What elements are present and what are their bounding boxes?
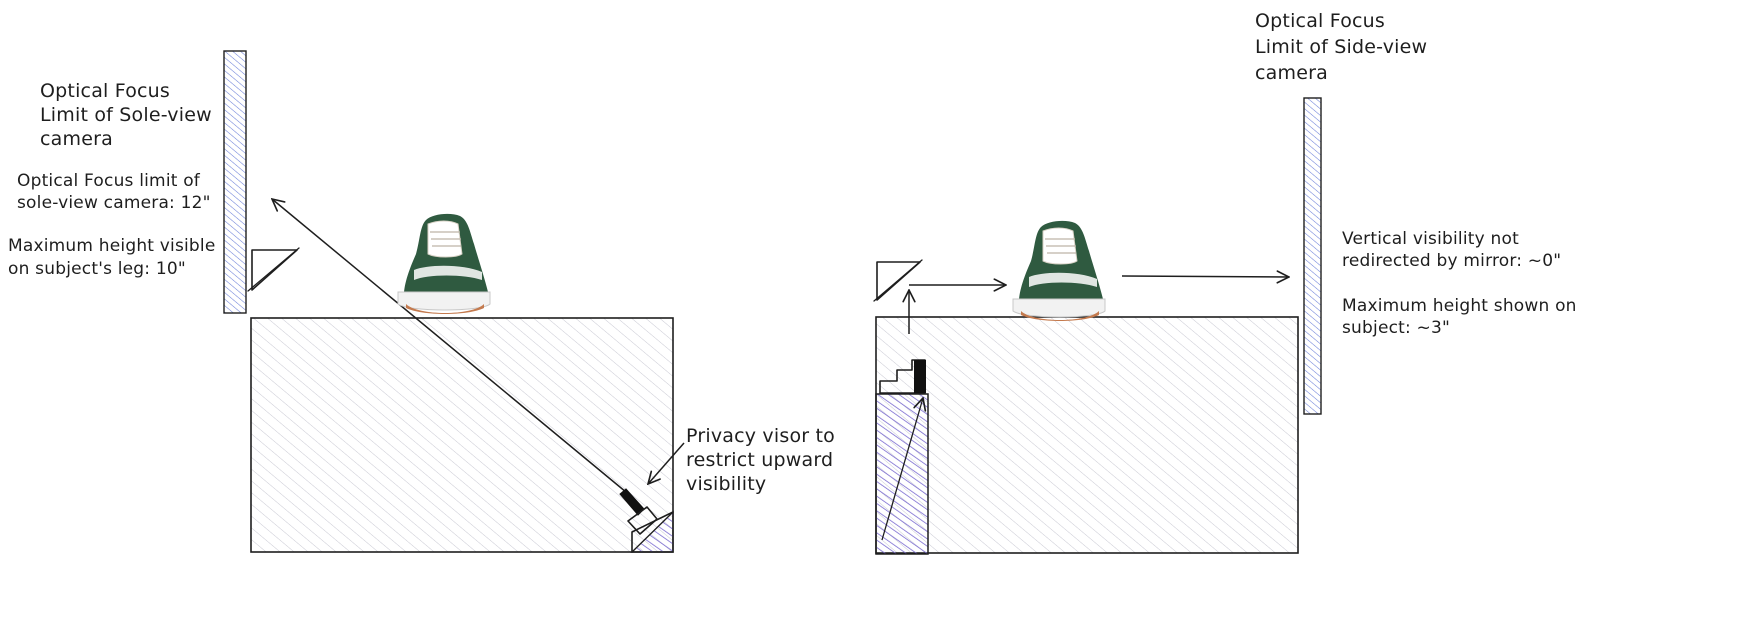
sneaker-image — [397, 213, 491, 314]
horizontal-arrow-to-limit — [1121, 276, 1289, 277]
side-camera-reflect-arrow — [881, 398, 923, 541]
right-platform-box — [875, 316, 1299, 554]
mirror-icon — [247, 247, 300, 292]
privacy-visor-note: Privacy visor to restrict upward visibil… — [686, 425, 841, 495]
left-platform-box — [250, 317, 674, 553]
sole-camera-limit-title: Optical Focus Limit of Sole-view camera — [40, 80, 218, 150]
side-camera-limit-title: Optical Focus Limit of Side-view camera — [1255, 10, 1434, 84]
camera-block-icon — [630, 510, 674, 553]
vertical-visibility-note: Vertical visibility not redirected by mi… — [1342, 229, 1561, 271]
visor-icon — [879, 359, 926, 394]
sole-camera-focus-limit-bar — [223, 50, 247, 314]
right-diagram: Optical Focus Limit of Side-view camera … — [873, 10, 1582, 555]
side-camera-focus-limit-bar — [1303, 97, 1322, 415]
left-diagram: Optical Focus Limit of Sole-view camera … — [8, 50, 841, 553]
privacy-visor-pointer-arrow — [648, 442, 685, 484]
sneaker-image — [1012, 220, 1106, 321]
max-height-shown-note: Maximum height shown on subject: ~3" — [1342, 296, 1582, 338]
max-height-note: Maximum height visible on subject's leg:… — [8, 236, 221, 279]
side-camera-column — [875, 393, 929, 555]
sole-view-sight-line-arrow — [272, 199, 633, 498]
mirror-icon — [873, 259, 923, 302]
focus-limit-note: Optical Focus limit of sole-view camera:… — [17, 171, 211, 213]
